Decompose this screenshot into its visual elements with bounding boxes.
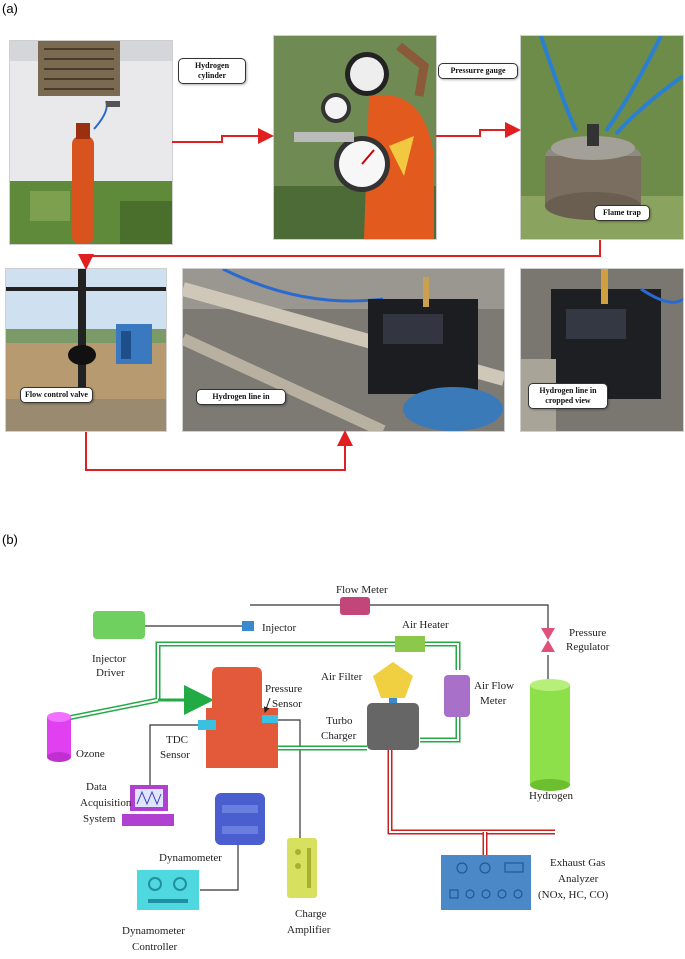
callout-flame-trap: Flame trap bbox=[594, 205, 650, 221]
dynamometer-controller-box bbox=[137, 870, 199, 910]
charge-amplifier-label-2: Amplifier bbox=[287, 924, 331, 936]
panel-b-label: (b) bbox=[2, 532, 18, 547]
ozone-body bbox=[47, 717, 71, 757]
ozone-label: Ozone bbox=[76, 748, 105, 760]
exhaust-analyzer-label-3: (NOx, HC, CO) bbox=[538, 889, 609, 901]
air-flow-meter-label-1: Air Flow bbox=[474, 680, 514, 692]
turbo-charger-label-2: Charger bbox=[321, 730, 357, 742]
panel-a-arrows bbox=[78, 122, 601, 471]
dynamometer-controller-label-2: Controller bbox=[132, 941, 178, 953]
charge-amplifier-label-1: Charge bbox=[295, 908, 327, 920]
exhaust-analyzer-box bbox=[441, 855, 531, 910]
tdc-sensor-label-1: TDC bbox=[166, 734, 188, 746]
injector-driver-box bbox=[93, 611, 145, 639]
turbo-charger-box bbox=[367, 703, 419, 750]
photo-pressure-gauge bbox=[273, 35, 437, 240]
panel-a-label: (a) bbox=[2, 1, 18, 16]
air-heater-box bbox=[395, 636, 425, 652]
callout-hydrogen-line-cropped: Hydrogen line in cropped view bbox=[528, 383, 608, 409]
tdc-sensor-label-2: Sensor bbox=[160, 749, 190, 761]
air-flow-meter-box bbox=[444, 675, 470, 717]
flow-meter-box bbox=[340, 597, 370, 615]
signal-lines bbox=[145, 604, 549, 891]
air-flow-meter-label-2: Meter bbox=[480, 695, 507, 707]
injector-box bbox=[242, 621, 254, 631]
pressure-sensor-label-1: Pressure bbox=[265, 683, 302, 695]
photo-hydrogen-cylinder bbox=[9, 40, 173, 245]
arrow-trap-to-valve bbox=[78, 240, 601, 270]
callout-pressure-gauge: Pressurre gauge bbox=[438, 63, 518, 79]
pressure-regulator-label-1: Pressure bbox=[569, 627, 606, 639]
daq-keyboard bbox=[122, 814, 174, 826]
callout-hydrogen-cylinder: Hydrogen cylinder bbox=[178, 58, 246, 84]
dynamometer-box bbox=[215, 793, 265, 845]
injector-driver-label-2: Driver bbox=[96, 667, 125, 679]
exhaust-analyzer-label-1: Exhaust Gas bbox=[550, 857, 605, 869]
daq-label-2: Acquisition bbox=[80, 797, 132, 809]
pressure-sensor-label-2: Sensor bbox=[272, 698, 302, 710]
turbo-charger-label-1: Turbo bbox=[326, 715, 353, 727]
pressure-regulator-label-2: Regulator bbox=[566, 641, 610, 653]
engine-block bbox=[206, 667, 278, 768]
exhaust-line bbox=[387, 750, 555, 855]
tdc-sensor-box bbox=[198, 720, 216, 730]
arrow-valve-to-line bbox=[85, 430, 353, 471]
callout-flow-control-valve: Flow control valve bbox=[20, 387, 93, 403]
pressure-regulator-top bbox=[541, 628, 555, 640]
dynamometer-label: Dynamometer bbox=[159, 852, 222, 864]
arrow-cylinder-to-gauge bbox=[172, 128, 274, 144]
arrow-gauge-to-trap bbox=[436, 122, 521, 138]
callout-hydrogen-line-in: Hydrogen line in bbox=[196, 389, 286, 405]
engine-setup-schematic: Flow Meter Injector Injector Driver Air … bbox=[47, 584, 610, 953]
flow-meter-label: Flow Meter bbox=[336, 584, 388, 596]
intake-line bbox=[57, 641, 461, 751]
air-filter-shape bbox=[373, 662, 413, 698]
daq-label-3: System bbox=[83, 813, 116, 825]
daq-label-1: Data bbox=[86, 781, 107, 793]
dynamometer-controller-label-1: Dynamometer bbox=[122, 925, 185, 937]
air-filter-neck bbox=[389, 698, 397, 706]
charge-amplifier-box bbox=[287, 838, 317, 898]
hydrogen-label: Hydrogen bbox=[529, 790, 573, 802]
pressure-regulator-bottom bbox=[541, 640, 555, 652]
air-heater-label: Air Heater bbox=[402, 619, 449, 631]
exhaust-analyzer-label-2: Analyzer bbox=[558, 873, 599, 885]
pressure-sensor-box bbox=[262, 715, 278, 723]
injector-driver-label-1: Injector bbox=[92, 653, 127, 665]
hydrogen-cylinder-body bbox=[530, 685, 570, 785]
air-filter-label: Air Filter bbox=[321, 671, 363, 683]
injector-label: Injector bbox=[262, 622, 297, 634]
